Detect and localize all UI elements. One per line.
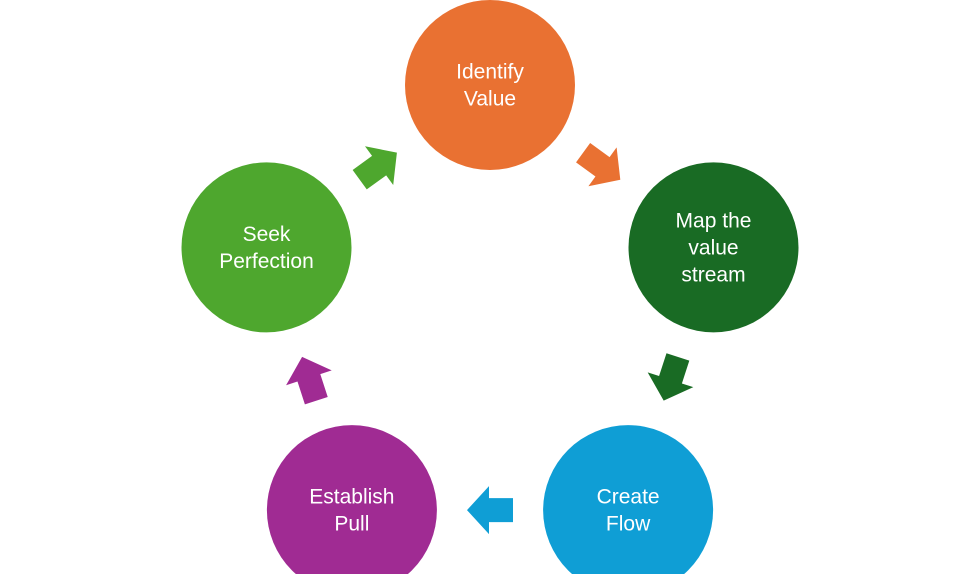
node-circle: [405, 0, 575, 170]
node-label-line: Map the: [676, 209, 752, 232]
flow-arrow-icon: [647, 353, 694, 401]
node-circle: [266, 425, 437, 574]
node-label-line: Perfection: [219, 250, 314, 273]
flow-arrow-icon: [352, 146, 397, 190]
flow-arrow-icon: [467, 486, 513, 535]
node-label-line: Value: [464, 88, 516, 111]
arrows-layer: [286, 142, 694, 535]
flow-arrow-icon: [576, 142, 621, 187]
cycle-node-map-value-stream: Map the value stream: [628, 162, 799, 333]
node-circle: [628, 162, 799, 333]
node-label-line: Flow: [606, 513, 651, 536]
node-circle: [181, 162, 352, 333]
node-label-line: Pull: [334, 513, 369, 536]
node-circle: [543, 425, 714, 574]
node-label-line: stream: [681, 263, 745, 286]
node-label-line: value: [688, 236, 738, 259]
node-label-line: Seek: [243, 223, 291, 246]
node-label: Map the value stream: [676, 209, 752, 286]
node-label-line: Identify: [456, 61, 524, 84]
node-label-line: Establish: [309, 486, 394, 509]
flow-arrow-icon: [286, 356, 332, 405]
node-label-line: Create: [597, 486, 660, 509]
